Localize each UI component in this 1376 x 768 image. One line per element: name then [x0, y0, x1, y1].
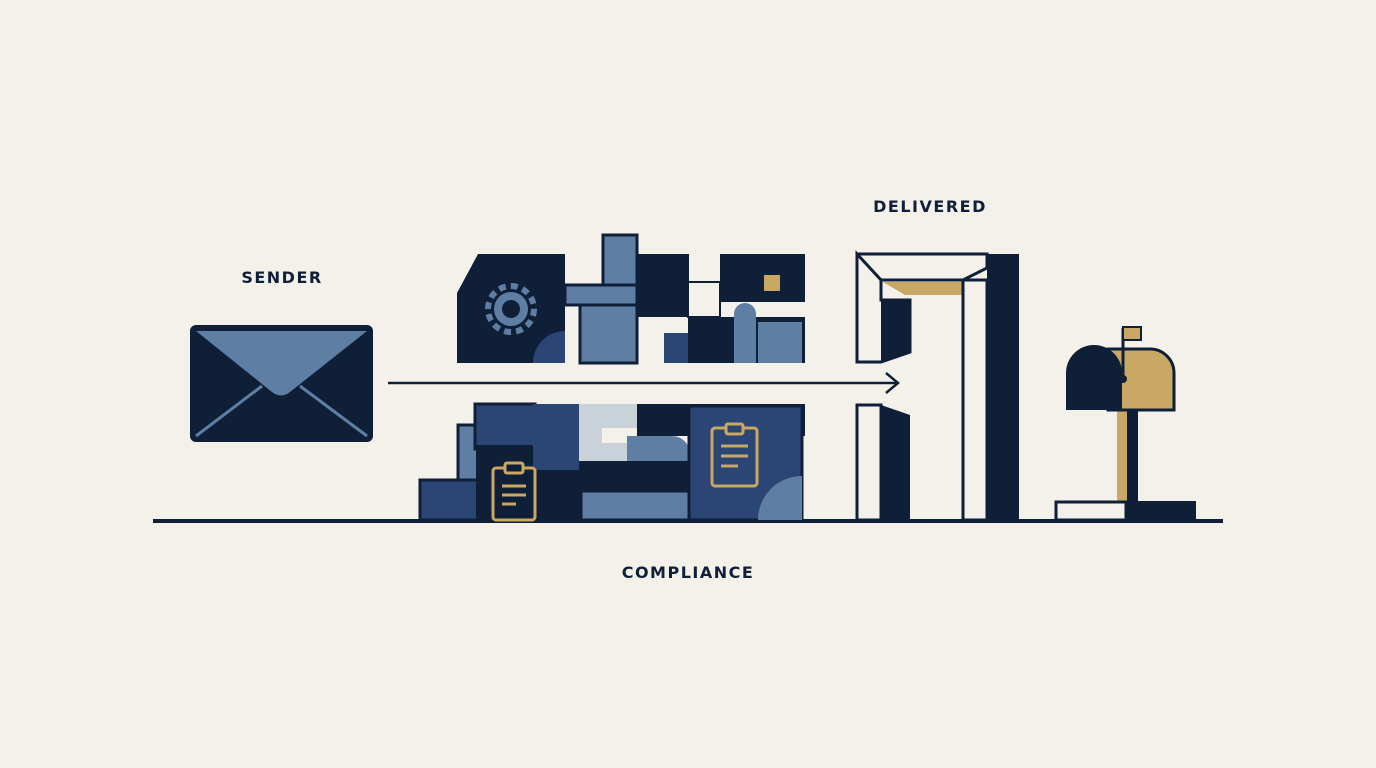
block-pale-notch [579, 404, 637, 461]
block-quarter-circle [758, 476, 802, 520]
sender-label: SENDER [241, 268, 323, 287]
block-dark-bar [579, 461, 689, 491]
block-light-strip [687, 281, 721, 318]
block-royal-column [533, 404, 579, 470]
compliance-label: COMPLIANCE [621, 563, 755, 582]
mailbox-base-left [1054, 500, 1128, 522]
gateway-right-jamb [961, 278, 989, 522]
mailbox-post-gold [1117, 410, 1127, 505]
block-stack-2 [473, 402, 537, 451]
mailbox-door [1066, 345, 1122, 410]
envelope-icon [190, 325, 373, 442]
mailbox-base-right [1126, 501, 1196, 521]
block-royal-lower-left [418, 478, 480, 522]
compliance-upper-blocks [457, 233, 805, 365]
mailbox-flag [1122, 326, 1142, 341]
block-arch [734, 303, 756, 363]
delivery-gateway [855, 250, 1019, 522]
block-slate-corner [758, 322, 802, 363]
compliance-lower-blocks [418, 402, 805, 522]
gear-icon [485, 283, 537, 335]
mailbox-flag-pivot [1119, 375, 1127, 383]
clipboard-icon [491, 461, 537, 522]
block-dark-right [720, 254, 805, 302]
gateway-lintel-gold [883, 282, 963, 295]
gold-square [764, 275, 780, 291]
gateway-inner-lower [881, 405, 910, 520]
block-quarter-circle [533, 331, 565, 363]
clipboard-icon [710, 422, 759, 488]
arrow-icon [388, 372, 900, 394]
gateway-inner-upper [881, 300, 910, 362]
block-dark-top [637, 254, 689, 317]
mailbox-icon [1054, 326, 1196, 522]
block-royal-small [664, 333, 688, 363]
block-tower-base [578, 303, 639, 365]
gateway-dark-pillar [987, 254, 1019, 520]
block-slate-base [579, 489, 691, 522]
block-tower-mid [563, 283, 639, 307]
gateway-left-lower [855, 403, 883, 522]
block-tower-top [601, 233, 639, 287]
delivered-label: DELIVERED [873, 197, 987, 216]
